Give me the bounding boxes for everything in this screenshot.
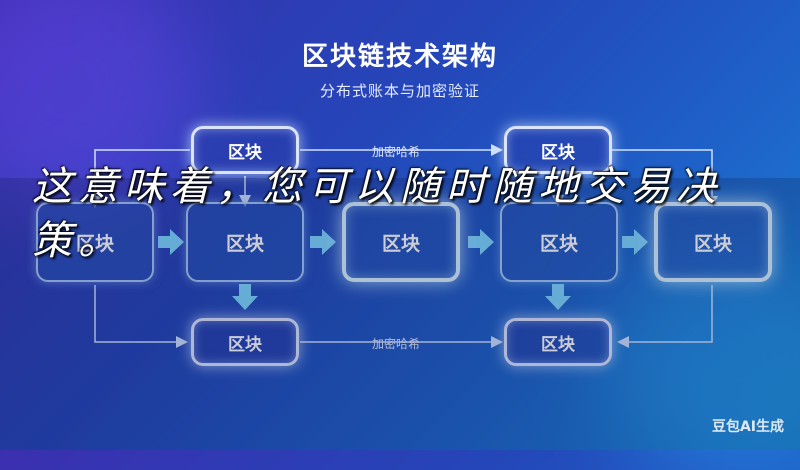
caption-text: 这意味着，您可以随时随地交易决策。 bbox=[32, 164, 722, 264]
right-top-loop bbox=[612, 149, 718, 208]
block-bottom-right: 区块 bbox=[504, 318, 612, 366]
block-middle-1: 区块 bbox=[36, 202, 154, 282]
watermark: 豆包AI生成 bbox=[711, 419, 784, 435]
block-middle-3: 区块 bbox=[342, 202, 460, 282]
left-bottom-loop bbox=[94, 285, 188, 348]
block-top-right: 区块 bbox=[504, 126, 612, 174]
right-arrow-2 bbox=[310, 229, 336, 255]
diagram-title: 区块链技术架构 bbox=[301, 42, 498, 72]
glow-right bbox=[600, 250, 800, 470]
right-bottom-loop bbox=[617, 285, 713, 348]
block-top-left: 区块 bbox=[191, 126, 299, 174]
block-middle-5: 区块 bbox=[654, 202, 772, 282]
right-arrow-3 bbox=[468, 229, 494, 255]
down-arrow-right bbox=[545, 284, 571, 310]
top-hash-label: 加密哈希 bbox=[372, 145, 421, 159]
right-arrow-1 bbox=[158, 229, 184, 255]
down-arrow-left bbox=[232, 284, 258, 310]
block-bottom-left: 区块 bbox=[191, 318, 299, 366]
caption-band bbox=[0, 178, 800, 450]
right-arrow-4 bbox=[622, 229, 648, 255]
connector-lines bbox=[89, 144, 718, 348]
diagram-subtitle: 分布式账本与加密验证 bbox=[319, 82, 480, 100]
block-middle-4: 区块 bbox=[500, 202, 618, 282]
left-top-loop bbox=[89, 149, 190, 208]
block-middle-2: 区块 bbox=[186, 202, 304, 282]
bottom-hash-label: 加密哈希 bbox=[372, 337, 421, 351]
